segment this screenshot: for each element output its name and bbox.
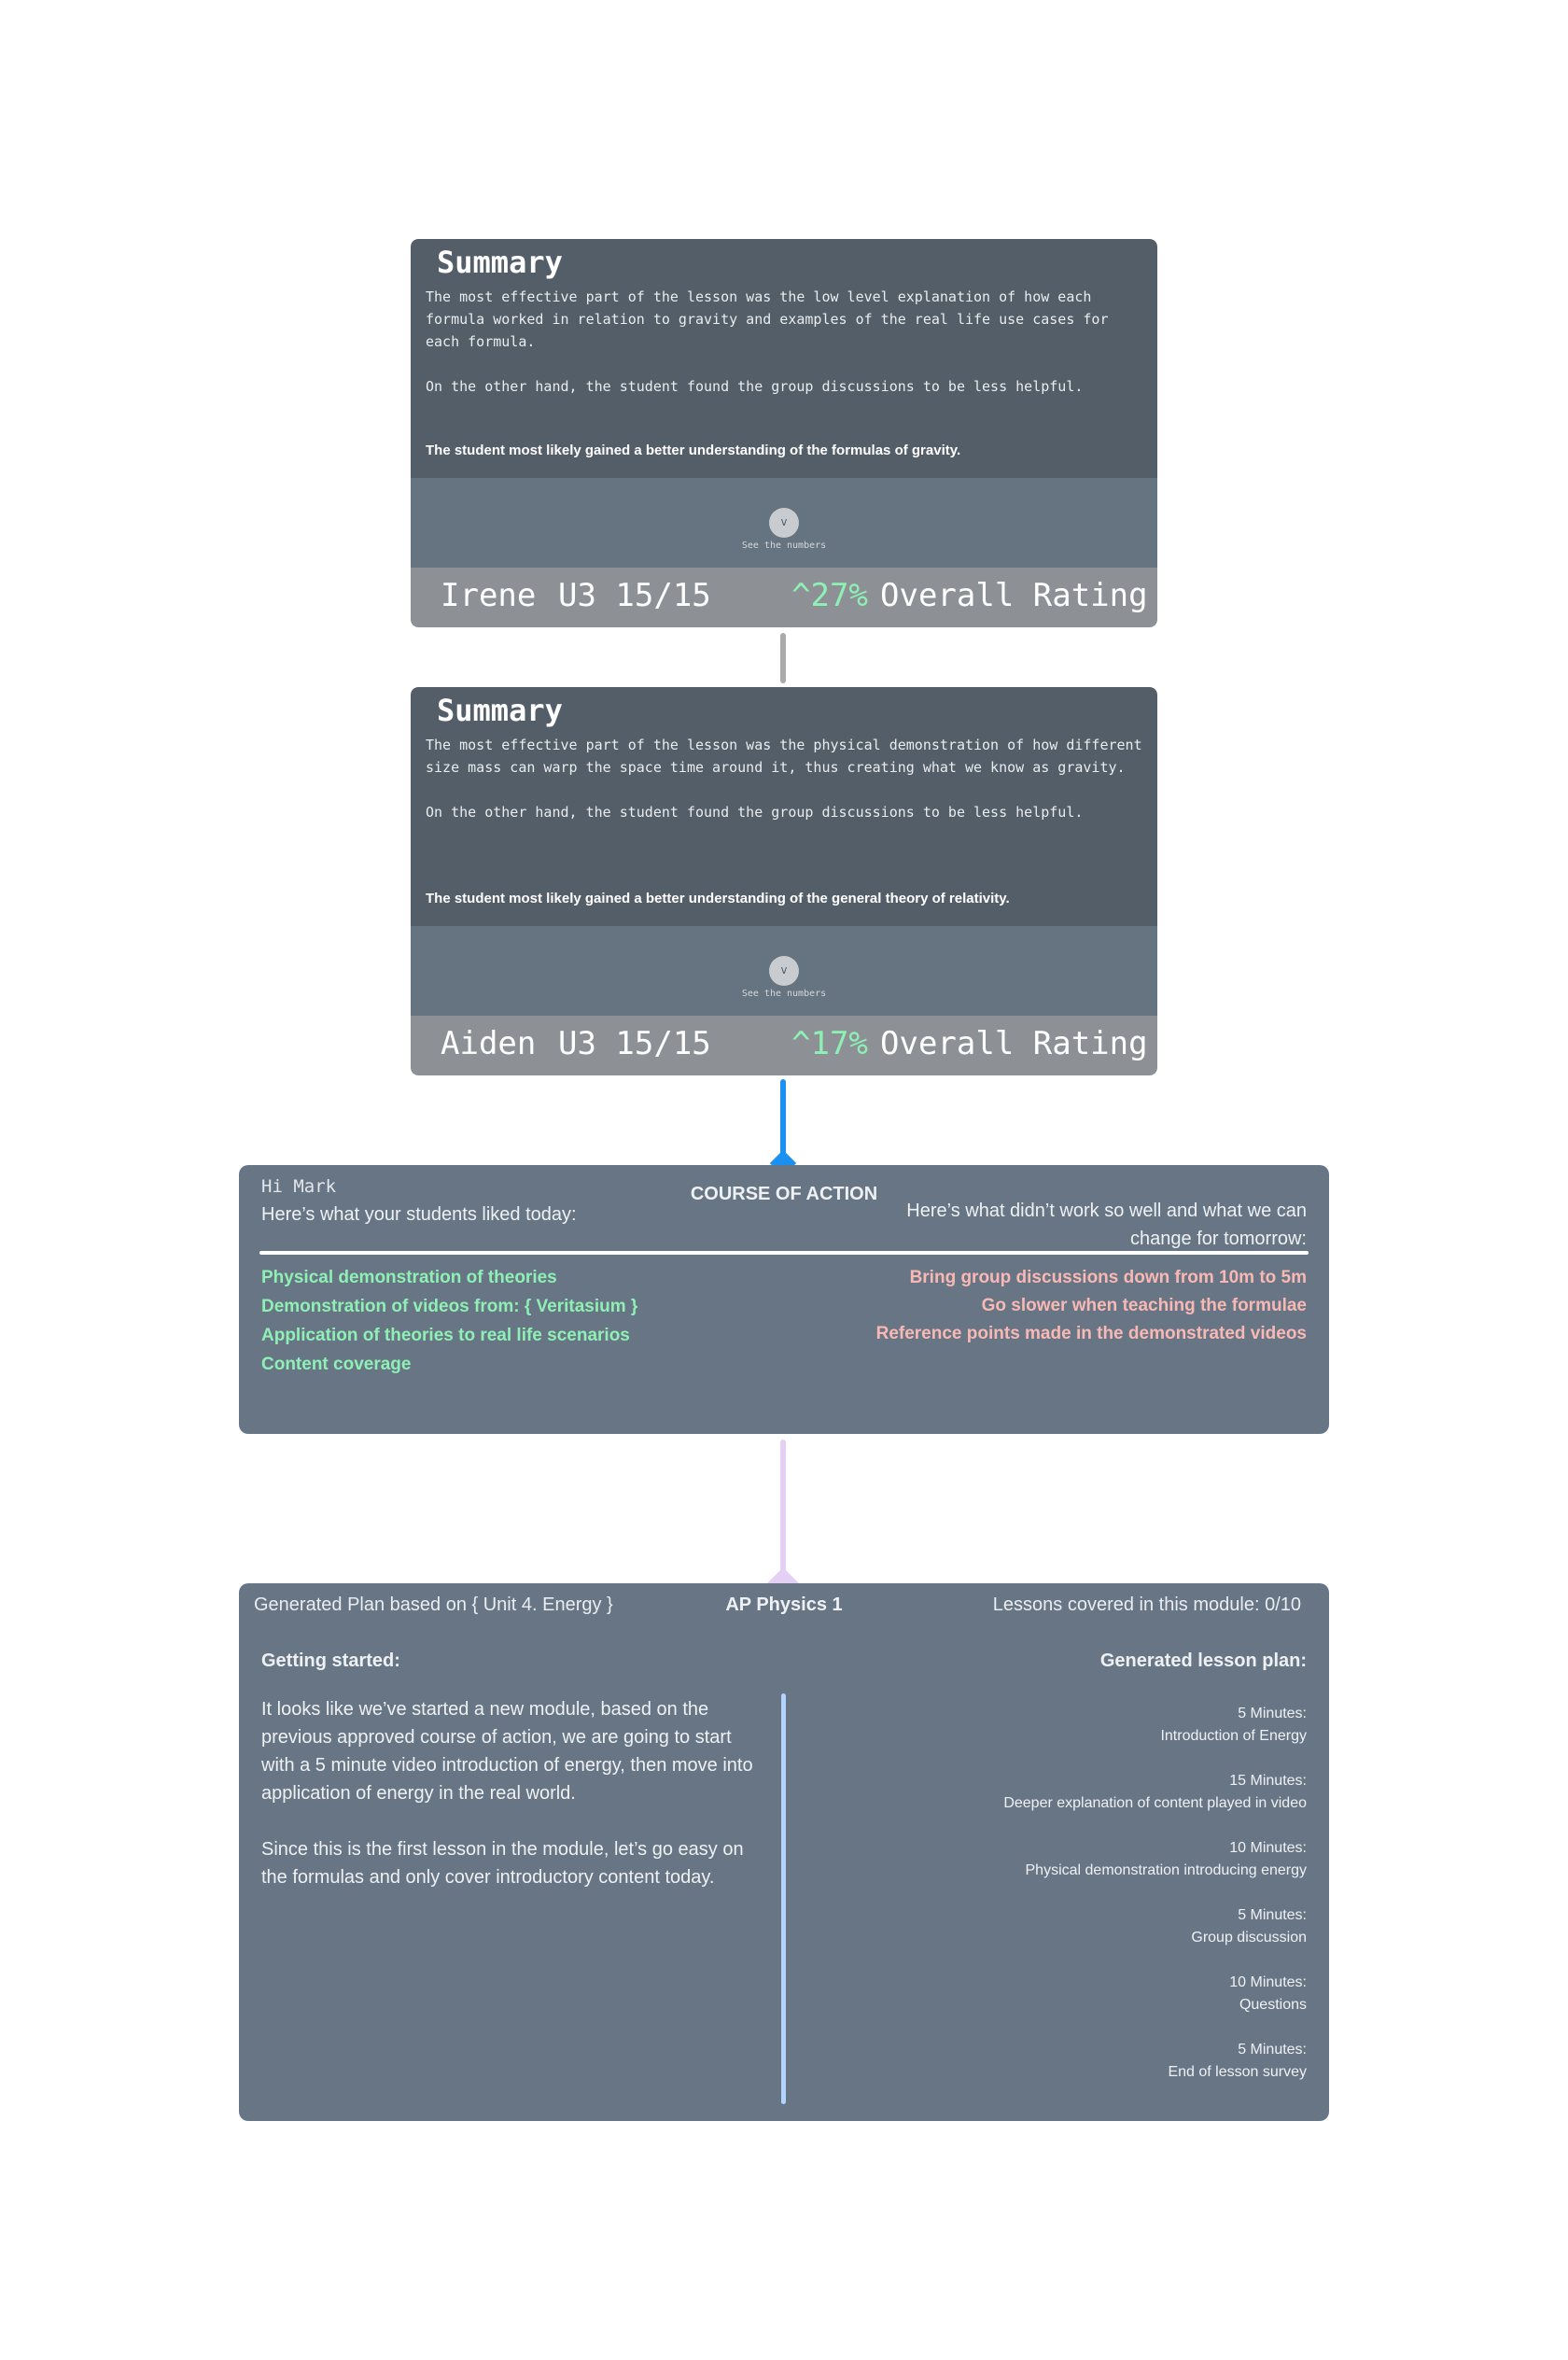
- list-item: Demonstration of videos from: { Veritasi…: [261, 1297, 638, 1316]
- lesson-step: 10 Minutes: Questions: [1003, 1972, 1307, 2039]
- getting-started-heading: Getting started:: [261, 1651, 400, 1671]
- step-activity: Group discussion: [1191, 1930, 1307, 1946]
- list-item: Application of theories to real life sce…: [261, 1326, 630, 1345]
- unit-score: U3 15/15: [558, 1025, 711, 1062]
- step-activity: Physical demonstration introducing energ…: [1025, 1862, 1308, 1878]
- step-duration: 10 Minutes:: [1229, 1840, 1307, 1856]
- liked-list: Physical demonstration of theories Demon…: [261, 1264, 637, 1380]
- connector-line: [780, 633, 786, 683]
- lesson-step: 5 Minutes: Introduction of Energy: [1003, 1703, 1307, 1770]
- step-activity: Questions: [1239, 1997, 1307, 2013]
- summary-paragraph: The most effective part of the lesson wa…: [426, 737, 1142, 776]
- divider: [259, 1251, 1309, 1255]
- list-item: Physical demonstration of theories: [261, 1268, 557, 1287]
- step-duration: 15 Minutes:: [1229, 1773, 1307, 1789]
- overall-rating-label: Overall Rating: [880, 577, 1148, 614]
- student-summary-card: Summary The most effective part of the l…: [411, 239, 1157, 627]
- divider: [781, 1693, 786, 2104]
- summary-section: Summary The most effective part of the l…: [411, 687, 1157, 926]
- lesson-step: 15 Minutes: Deeper explanation of content…: [1003, 1770, 1307, 1837]
- plan-description: It looks like we’ve started a new module…: [261, 1695, 765, 1891]
- student-name: Irene: [441, 577, 537, 614]
- connector-line: [780, 1079, 786, 1161]
- summary-paragraph: The most effective part of the lesson wa…: [426, 288, 1109, 350]
- summary-text: The most effective part of the lesson wa…: [426, 286, 1144, 398]
- list-item: Bring group discussions down from 10m to…: [909, 1268, 1307, 1287]
- expand-section: v See the numbers: [411, 926, 1157, 1016]
- student-summary-card: Summary The most effective part of the l…: [411, 687, 1157, 1075]
- greeting: Hi Mark: [261, 1176, 337, 1197]
- changes-list: Bring group discussions down from 10m to…: [876, 1264, 1307, 1348]
- summary-conclusion: The student most likely gained a better …: [426, 891, 1010, 906]
- plan-basis: Generated Plan based on { Unit 4. Energy…: [254, 1594, 613, 1615]
- student-rating-bar: Aiden U3 15/15 ^17% Overall Rating: [411, 1016, 1157, 1075]
- see-numbers-label[interactable]: See the numbers: [741, 541, 827, 551]
- step-duration: 5 Minutes:: [1238, 2042, 1307, 2058]
- generated-plan-panel: Generated Plan based on { Unit 4. Energy…: [239, 1583, 1329, 2121]
- plan-paragraph: Since this is the first lesson in the mo…: [261, 1839, 744, 1888]
- list-item: Reference points made in the demonstrate…: [875, 1324, 1307, 1343]
- student-name: Aiden: [441, 1025, 537, 1062]
- lesson-plan-steps: 5 Minutes: Introduction of Energy 15 Minu…: [1003, 1703, 1307, 2106]
- summary-section: Summary The most effective part of the l…: [411, 239, 1157, 478]
- rating-change: ^27%: [791, 577, 868, 614]
- lesson-plan-heading: Generated lesson plan:: [1099, 1651, 1307, 1671]
- list-item: Content coverage: [261, 1355, 412, 1374]
- liked-heading: Here’s what your students liked today:: [261, 1204, 577, 1225]
- list-item: Go slower when teaching the formulae: [981, 1296, 1307, 1315]
- student-rating-bar: Irene U3 15/15 ^27% Overall Rating: [411, 568, 1157, 627]
- chevron-down-icon[interactable]: v: [769, 508, 799, 538]
- overall-rating-label: Overall Rating: [880, 1025, 1148, 1062]
- course-of-action-title: COURSE OF ACTION: [690, 1184, 878, 1204]
- unit-score: U3 15/15: [558, 577, 711, 614]
- lessons-covered: Lessons covered in this module: 0/10: [992, 1594, 1301, 1615]
- improve-heading: Here’s what didn’t work so well and what…: [906, 1201, 1307, 1249]
- step-duration: 10 Minutes:: [1229, 1974, 1307, 1990]
- plan-paragraph: It looks like we’ve started a new module…: [261, 1699, 753, 1804]
- lesson-step: 5 Minutes: Group discussion: [1003, 1904, 1307, 1972]
- summary-text: The most effective part of the lesson wa…: [426, 734, 1144, 823]
- step-activity: Deeper explanation of content played in …: [1003, 1795, 1307, 1811]
- rating-change: ^17%: [791, 1025, 868, 1062]
- expand-section: v See the numbers: [411, 478, 1157, 568]
- course-of-action-panel: Hi Mark Here’s what your students liked …: [239, 1165, 1329, 1434]
- step-duration: 5 Minutes:: [1238, 1907, 1307, 1923]
- summary-title: Summary: [437, 245, 563, 280]
- summary-paragraph: On the other hand, the student found the…: [426, 378, 1084, 395]
- summary-title: Summary: [437, 693, 563, 728]
- summary-paragraph: On the other hand, the student found the…: [426, 804, 1084, 821]
- step-duration: 5 Minutes:: [1238, 1706, 1307, 1721]
- step-activity: End of lesson survey: [1168, 2064, 1307, 2080]
- chevron-down-icon[interactable]: v: [769, 956, 799, 986]
- see-numbers-label[interactable]: See the numbers: [741, 989, 827, 999]
- lesson-step: 5 Minutes: End of lesson survey: [1003, 2039, 1307, 2106]
- summary-conclusion: The student most likely gained a better …: [426, 442, 961, 458]
- connector-line: [780, 1440, 786, 1581]
- lesson-step: 10 Minutes: Physical demonstration introd…: [1003, 1837, 1308, 1904]
- step-activity: Introduction of Energy: [1160, 1728, 1307, 1744]
- course-name: AP Physics 1: [725, 1594, 843, 1615]
